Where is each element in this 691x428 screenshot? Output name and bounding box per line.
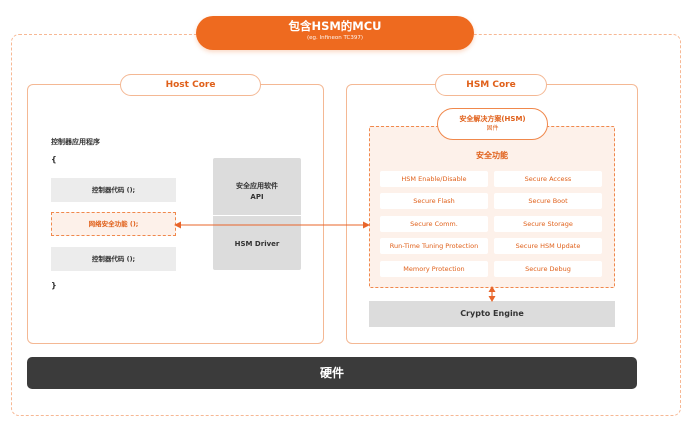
function-secure-comm: Secure Comm. bbox=[380, 216, 488, 232]
code-line-cybersecurity: 网络安全功能 (); bbox=[51, 212, 176, 236]
function-secure-storage: Secure Storage bbox=[494, 216, 602, 232]
mcu-subtitle: (eg. Infineon TC397) bbox=[306, 35, 364, 41]
controller-program-label: 控制器应用程序 bbox=[51, 138, 100, 146]
security-solution-pill: 安全解决方案(HSM) 固件 bbox=[437, 108, 548, 140]
security-api-label-line2: API bbox=[250, 193, 264, 201]
function-secure-debug: Secure Debug bbox=[494, 261, 602, 277]
function-memory-protection: Memory Protection bbox=[380, 261, 488, 277]
security-solution-title: 安全解决方案(HSM) bbox=[459, 115, 526, 123]
hardware-bar: 硬件 bbox=[27, 357, 637, 389]
hsm-driver-label: HSM Driver bbox=[234, 240, 280, 248]
code-line-controller: 控制器代码 (); bbox=[51, 178, 176, 202]
code-brace-open: { bbox=[51, 155, 57, 164]
host-core-title: Host Core bbox=[120, 74, 261, 96]
api-driver-divider bbox=[213, 215, 301, 216]
hsm-core-title: HSM Core bbox=[435, 74, 547, 96]
security-api-label-line1: 安全应用软件 bbox=[236, 182, 278, 190]
function-secure-hsm-update: Secure HSM Update bbox=[494, 238, 602, 254]
function-runtime-tuning-protection: Run-Time Tuning Protection bbox=[380, 238, 488, 254]
code-line-controller: 控制器代码 (); bbox=[51, 247, 176, 271]
code-brace-close: } bbox=[51, 281, 57, 290]
function-secure-access: Secure Access bbox=[494, 171, 602, 187]
security-solution-subtitle: 固件 bbox=[486, 125, 499, 132]
mcu-title-pill: 包含HSM的MCU (eg. Infineon TC397) bbox=[196, 16, 474, 50]
security-api-label: 安全应用软件 API bbox=[213, 181, 301, 203]
mcu-title: 包含HSM的MCU bbox=[288, 19, 382, 33]
function-secure-flash: Secure Flash bbox=[380, 193, 488, 209]
function-secure-boot: Secure Boot bbox=[494, 193, 602, 209]
crypto-engine-block: Crypto Engine bbox=[369, 301, 615, 327]
security-api-block bbox=[213, 158, 301, 270]
security-functions-title: 安全功能 bbox=[476, 151, 508, 160]
function-hsm-enable-disable: HSM Enable/Disable bbox=[380, 171, 488, 187]
